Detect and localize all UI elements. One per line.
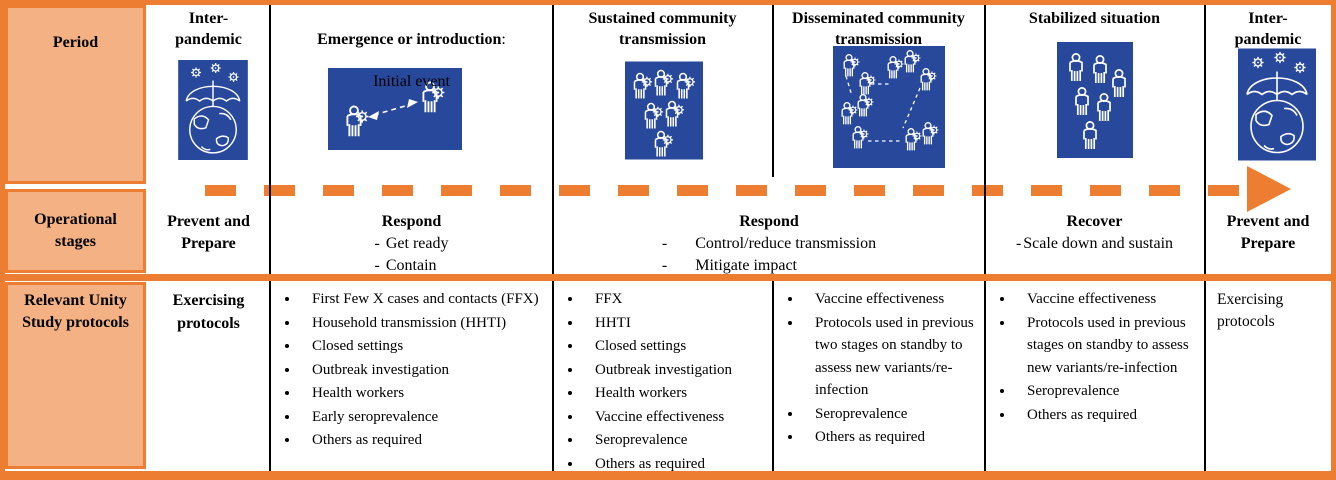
- stage-detail-list: -Get ready -Contain: [375, 233, 449, 277]
- protocol-item: Outbreak investigation: [300, 359, 553, 382]
- protocol-item: Outbreak investigation: [583, 359, 772, 382]
- row-separator-line: [0, 274, 1336, 281]
- period-header-sustained: Sustained community transmission: [588, 10, 737, 49]
- umbrella-globe-icon: [1238, 46, 1316, 163]
- period-subtitle: Initial event: [373, 73, 450, 91]
- stage-title: Respond: [381, 213, 442, 230]
- protocols-cell-exercising-1: Exercising protocols: [148, 281, 269, 471]
- person-to-person-transmission-icon: [328, 68, 462, 150]
- protocol-item: Seroprevalence: [583, 429, 772, 452]
- row-label-operational-stages: Operational stages: [5, 189, 146, 273]
- stage-detail: -Scale down and sustain: [1015, 235, 1174, 253]
- protocol-list: First Few X cases and contacts (FFX)Hous…: [270, 288, 553, 452]
- column-divider: [269, 5, 271, 471]
- stage-cell-respond-initial: Respond -Get ready -Contain: [270, 188, 553, 274]
- protocol-item: Vaccine effectiveness: [1015, 288, 1204, 311]
- protocol-item: FFX: [583, 288, 772, 311]
- protocol-item: Household transmission (HHTI): [300, 312, 553, 335]
- period-header-emergence: Emergence or introduction: Initial event: [270, 8, 553, 114]
- protocol-item: Closed settings: [583, 335, 772, 358]
- frame-bottom: [0, 471, 1336, 480]
- protocol-item: Others as required: [300, 429, 553, 452]
- stage-cell-prevent-prepare-1: Prevent and Prepare: [148, 188, 269, 274]
- protocols-cell-disseminated: Vaccine effectivenessProtocols used in p…: [773, 281, 984, 471]
- stage-detail: -Get ready: [374, 235, 449, 253]
- column-divider: [1204, 5, 1206, 471]
- column-divider: [772, 5, 774, 177]
- period-header-interpandemic-end: Inter- pandemic: [1234, 10, 1302, 49]
- protocol-item: Protocols used in previous two stages on…: [803, 312, 984, 402]
- period-title: Emergence or introduction: [317, 31, 502, 49]
- stage-title: Prevent and Prepare: [167, 213, 250, 253]
- frame-left: [0, 0, 5, 480]
- protocol-item: Others as required: [1015, 404, 1204, 427]
- protocol-list: Vaccine effectivenessProtocols used in p…: [773, 288, 984, 449]
- protocols-text: Exercising protocols: [1217, 291, 1284, 331]
- row-label-protocols: Relevant Unity Study protocols: [5, 282, 146, 469]
- period-header-stabilized: Stabilized situation: [1028, 10, 1161, 27]
- protocol-item: Others as required: [803, 426, 984, 449]
- dashed-timeline-arrow: [205, 185, 1247, 196]
- protocol-item: Vaccine effectiveness: [803, 288, 984, 311]
- stage-cell-prevent-prepare-2: Prevent and Prepare: [1205, 188, 1331, 274]
- protocol-item: Health workers: [583, 382, 772, 405]
- column-divider: [984, 5, 986, 471]
- protocols-cell-stabilized: Vaccine effectivenessProtocols used in p…: [985, 281, 1204, 471]
- protocol-item: Closed settings: [300, 335, 553, 358]
- row-label-text: Operational stages: [34, 211, 117, 250]
- period-header-interpandemic-start: Inter- pandemic: [175, 10, 242, 49]
- stage-title: Prevent and Prepare: [1226, 213, 1310, 253]
- protocol-item: First Few X cases and contacts (FFX): [300, 288, 553, 311]
- protocol-item: HHTI: [583, 312, 772, 335]
- stage-cell-respond-community: Respond -Control/reduce transmission -Mit…: [553, 188, 985, 274]
- infected-people-network-icon: [833, 46, 945, 168]
- column-divider: [552, 5, 554, 471]
- stage-detail: -Contain: [374, 257, 437, 275]
- protocol-item: Seroprevalence: [1015, 380, 1204, 403]
- stage-detail-list: -Scale down and sustain: [1016, 233, 1173, 255]
- protocols-cell-emergence: First Few X cases and contacts (FFX)Hous…: [270, 281, 553, 471]
- protocols-cell-sustained: FFXHHTIClosed settingsOutbreak investiga…: [553, 281, 772, 472]
- protocol-item: Vaccine effectiveness: [583, 406, 772, 429]
- timeline-arrowhead-icon: [1247, 166, 1291, 212]
- stage-title: Recover: [1066, 213, 1123, 230]
- protocol-item: Protocols used in previous stages on sta…: [1015, 312, 1204, 380]
- period-title-line: Emergence or introduction:: [270, 29, 553, 50]
- umbrella-globe-icon: [178, 60, 248, 160]
- protocol-item: Early seroprevalence: [300, 406, 553, 429]
- period-title-colon: :: [501, 31, 506, 49]
- period-header-disseminated: Disseminated community transmission: [792, 10, 965, 49]
- stage-cell-recover: Recover -Scale down and sustain: [985, 188, 1204, 274]
- protocol-list: Vaccine effectivenessProtocols used in p…: [985, 288, 1204, 426]
- stage-detail-list: -Control/reduce transmission -Mitigate im…: [662, 233, 876, 277]
- protocols-cell-exercising-2: Exercising protocols: [1205, 281, 1331, 471]
- protocol-item: Seroprevalence: [803, 403, 984, 426]
- row-label-period: Period: [5, 5, 146, 184]
- protocol-item: Health workers: [300, 382, 553, 405]
- protocol-list: FFXHHTIClosed settingsOutbreak investiga…: [553, 288, 772, 475]
- protocol-item: Others as required: [583, 453, 772, 476]
- stage-title: Respond: [739, 213, 799, 230]
- stage-detail: -Mitigate impact: [661, 257, 797, 275]
- column-divider: [772, 281, 774, 471]
- frame-right: [1331, 0, 1336, 480]
- protocols-text: Exercising protocols: [172, 292, 245, 333]
- frame-top: [0, 0, 1336, 5]
- infected-people-cluster-icon: [625, 61, 703, 160]
- stage-detail: -Control/reduce transmission: [661, 235, 877, 253]
- people-cluster-icon: [1057, 42, 1133, 158]
